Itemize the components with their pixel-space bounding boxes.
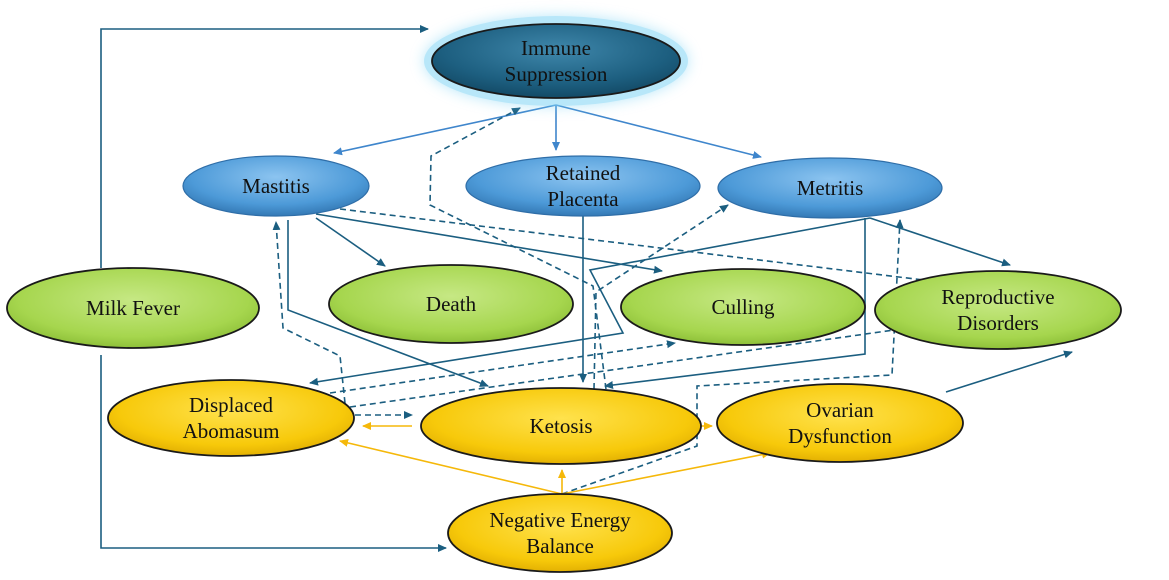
- node-label: Milk Fever: [86, 296, 180, 320]
- edge-ketosis-to-immune: [429, 107, 607, 390]
- node-label: Negative Energy: [489, 508, 631, 532]
- node-shape: [465, 155, 701, 217]
- node-label: Dysfunction: [788, 424, 892, 448]
- node-label: Immune: [521, 36, 591, 60]
- edge-immune-to-metritis: [555, 104, 762, 159]
- node-label: Ovarian: [806, 398, 874, 422]
- node-culling: Culling: [620, 268, 866, 346]
- edge-mastitis-to-culling: [315, 213, 663, 274]
- node-label: Death: [426, 292, 477, 316]
- node-shape: [107, 379, 355, 457]
- edge-mastitis-to-ketosis: [287, 220, 489, 387]
- node-shape: [717, 157, 943, 219]
- node-death: Death: [328, 264, 574, 344]
- node-label: Displaced: [189, 393, 273, 417]
- edge-mastitis-to-repro: [339, 208, 941, 286]
- node-mastitis: Mastitis: [182, 155, 370, 217]
- node-shape: [431, 23, 681, 99]
- edge-neb-to-da: [339, 438, 563, 495]
- node-label: Suppression: [505, 62, 608, 86]
- node-shape: [874, 270, 1122, 350]
- edge-ketosis-to-metritis: [593, 204, 729, 390]
- node-metritis: Metritis: [717, 157, 943, 219]
- edge-milkfever-to-immune: [100, 25, 429, 268]
- edge-ovarian-to-repro: [945, 350, 1073, 393]
- edge-milkfever-to-neb: [100, 355, 447, 552]
- node-shape: [447, 493, 673, 573]
- node-shape: [6, 267, 260, 349]
- node-label: Metritis: [797, 176, 864, 200]
- edge-neb-to-ovarian: [561, 450, 771, 495]
- node-label: Culling: [711, 295, 775, 319]
- edge-metritis-to-repro: [869, 217, 1011, 267]
- node-label: Placenta: [547, 187, 619, 211]
- node-label: Mastitis: [242, 174, 310, 198]
- edge-immune-to-mastitis: [333, 104, 557, 156]
- node-shape: [716, 383, 964, 463]
- edge-da-to-mastitis: [272, 221, 346, 404]
- node-label: Abomasum: [183, 419, 280, 443]
- edge-metritis-to-da: [309, 217, 871, 386]
- node-milkfever: Milk Fever: [6, 267, 260, 349]
- node-label: Reproductive: [941, 285, 1054, 309]
- node-shape: [328, 264, 574, 344]
- node-shape: [182, 155, 370, 217]
- node-shape: [620, 268, 866, 346]
- node-label: Ketosis: [530, 414, 593, 438]
- node-label: Disorders: [957, 311, 1039, 335]
- edge-mastitis-to-death: [315, 217, 386, 267]
- node-label: Balance: [526, 534, 594, 558]
- edges-layer: [100, 25, 1073, 552]
- edge-da-to-repro: [349, 324, 916, 408]
- node-shape: [420, 387, 702, 465]
- edge-metritis-to-ketosis: [604, 218, 866, 389]
- node-ketosis: Ketosis: [420, 387, 702, 465]
- node-label: Retained: [546, 161, 621, 185]
- edge-da-to-culling: [329, 340, 676, 394]
